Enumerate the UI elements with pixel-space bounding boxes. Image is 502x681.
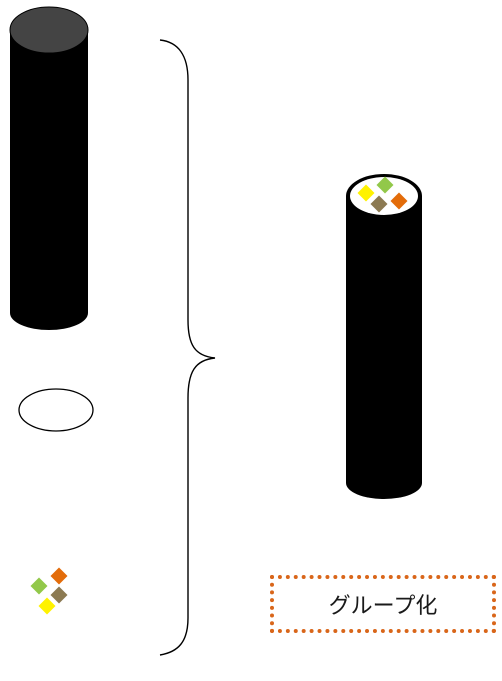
diamond-orange [51, 568, 68, 585]
diamond-yellow [39, 598, 56, 615]
cylinder-bottom [10, 296, 88, 330]
ehomaki-roll [346, 174, 422, 499]
diamond-green [31, 578, 48, 595]
diamond-brown [51, 587, 68, 604]
black-cylinder-part [10, 7, 88, 330]
curly-brace [160, 40, 215, 655]
cylinder-body [10, 30, 88, 313]
filling-diamonds-part [31, 568, 68, 615]
roll-bottom [346, 467, 422, 499]
white-ellipse-part [19, 389, 93, 431]
roll-body [346, 196, 422, 483]
cylinder-top [10, 7, 88, 53]
grouping-label-text: グループ化 [329, 588, 438, 620]
grouping-label: グループ化 [270, 575, 496, 633]
